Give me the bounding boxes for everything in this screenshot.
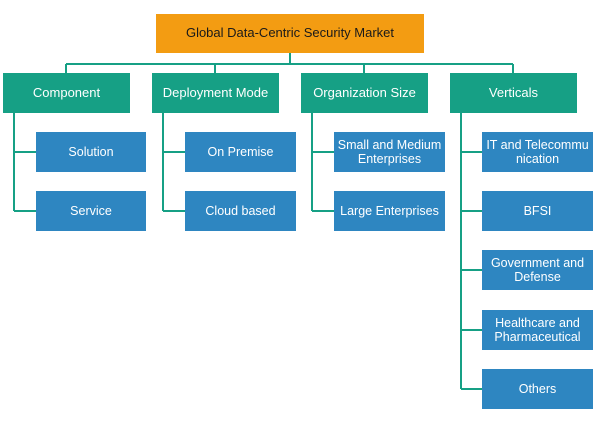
leaf-large-enterprises: Large Enterprises [334,191,445,231]
category-component: Component [3,73,130,113]
leaf-cloud-based: Cloud based [185,191,296,231]
leaf-healthcare-and-pharmaceutical: Healthcare and Pharmaceutical [482,310,593,350]
leaf-on-premise: On Premise [185,132,296,172]
category-verticals: Verticals [450,73,577,113]
leaf-service: Service [36,191,146,231]
category-organization-size: Organization Size [301,73,428,113]
leaf-small-and-medium-enterprises: Small and Medium Enterprises [334,132,445,172]
leaf-others: Others [482,369,593,409]
leaf-it-and-telecommunication: IT and Telecommunication [482,132,593,172]
leaf-solution: Solution [36,132,146,172]
leaf-government-and-defense: Government and Defense [482,250,593,290]
leaf-bfsi: BFSI [482,191,593,231]
root-node: Global Data-Centric Security Market [156,14,424,53]
category-deployment-mode: Deployment Mode [152,73,279,113]
